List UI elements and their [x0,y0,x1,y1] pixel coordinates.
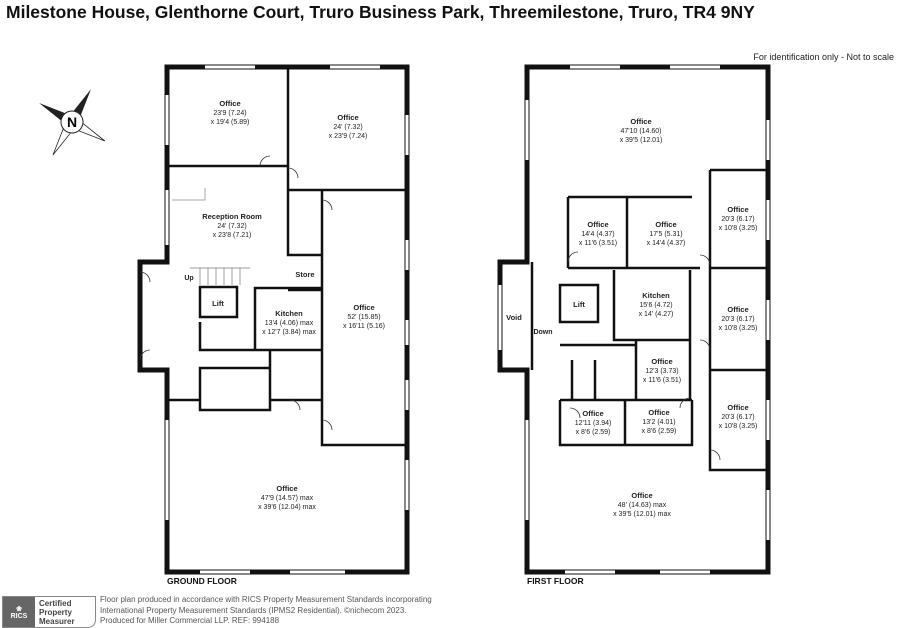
rics-badge: ❀RICS Certified Property Measurer [2,596,96,628]
first-floor-label: FIRST FLOOR [527,576,584,586]
room-dim: 12'3 (3.73) [645,368,678,375]
room-dim: x 8'6 (2.59) [642,428,677,435]
compass-icon [39,89,106,156]
room-dim: x 16'11 (5.16) [343,323,385,330]
room-name: Office [727,403,748,412]
stair-label: Up [184,275,193,282]
room-name: Office [631,491,652,500]
room-dim: 47'9 (14.57) max [261,495,314,502]
room-dim: 12'11 (3.94) [575,420,612,427]
scale-note: For identification only - Not to scale [753,52,894,62]
room-name: Office [648,408,669,417]
stair-label: Down [533,329,552,336]
room-name: Lift [212,299,224,308]
rics-logo: ❀RICS [3,597,35,627]
room-dim: 13'4 (4.06) max [265,320,314,327]
room-dim: x 39'5 (12.01) [620,137,663,144]
room-name: Office [219,99,240,108]
room-dim: 23'9 (7.24) [213,110,246,117]
room-name: Store [295,270,314,279]
room-name: Void [506,313,522,322]
room-dim: x 39'6 (12.04) max [258,504,316,511]
room-dim: x 39'5 (12.01) max [613,511,671,518]
ground-floor-plan: Office 23'9 (7.24) x 19'4 (5.89) Office … [137,64,410,586]
room-name: Kitchen [642,291,670,300]
first-floor-plan: Office 47'10 (14.60) x 39'5 (12.01) Offi… [497,64,771,586]
room-dim: 17'5 (5.31) [649,231,682,238]
disclaimer-line: Floor plan produced in accordance with R… [100,595,432,604]
room-name: Office [337,113,358,122]
room-name: Office [276,484,297,493]
property-title: Milestone House, Glenthorne Court, Truro… [6,2,755,22]
room-dim: 20'3 (6.17) [721,414,754,421]
room-dim: 20'3 (6.17) [721,316,754,323]
room-dim: x 19'4 (5.89) [211,119,250,126]
room-name: Office [353,303,374,312]
badge-line: Property [39,608,72,617]
ground-floor-label: GROUND FLOOR [167,576,237,586]
room-dim: 13'2 (4.01) [642,419,675,426]
room-dim: 47'10 (14.60) [620,128,661,135]
room-dim: 15'6 (4.72) [639,302,672,309]
room-dim: x 10'8 (3.25) [719,225,758,232]
footer: ❀RICS Certified Property Measurer Floor … [0,594,900,628]
room-name: Kitchen [275,309,303,318]
disclaimer: Floor plan produced in accordance with R… [100,595,432,627]
room-dim: x 10'8 (3.25) [719,423,758,430]
room-dim: x 23'9 (7.24) [329,133,368,140]
room-dim: x 8'6 (2.59) [576,429,611,436]
room-dim: 48' (14.63) max [618,502,667,509]
badge-line: Measurer [39,617,75,626]
badge-line: Certified [39,599,72,608]
rics-logo-text: RICS [10,612,28,620]
room-dim: x 10'8 (3.25) [719,325,758,332]
room-dim: 20'3 (6.17) [721,216,754,223]
room-dim: 24' (7.32) [333,124,362,131]
compass-north-label: N [67,114,77,130]
room-name: Office [582,409,603,418]
room-dim: x 11'6 (3.51) [579,240,617,247]
room-name: Office [630,117,651,126]
room-dim: x 12'7 (3.84) max [262,329,316,336]
room-dim: x 23'8 (7.21) [213,232,252,239]
room-dim: x 14'4 (4.37) [647,240,686,247]
disclaimer-line: International Property Measurement Stand… [100,605,407,615]
room-name: Office [727,305,748,314]
room-dim: 14'4 (4.37) [581,231,614,238]
room-dim: x 11'6 (3.51) [643,377,681,384]
room-name: Office [651,357,672,366]
room-name: Office [587,220,608,229]
room-name: Lift [573,300,585,309]
disclaimer-line: Produced for Miller Commercial LLP. REF:… [100,616,280,625]
room-dim: 52' (15.85) [347,314,380,321]
room-dim: 24' (7.32) [217,223,246,230]
room-name: Reception Room [202,212,262,221]
room-name: Office [655,220,676,229]
room-dim: x 14' (4.27) [639,311,674,318]
room-name: Office [727,205,748,214]
